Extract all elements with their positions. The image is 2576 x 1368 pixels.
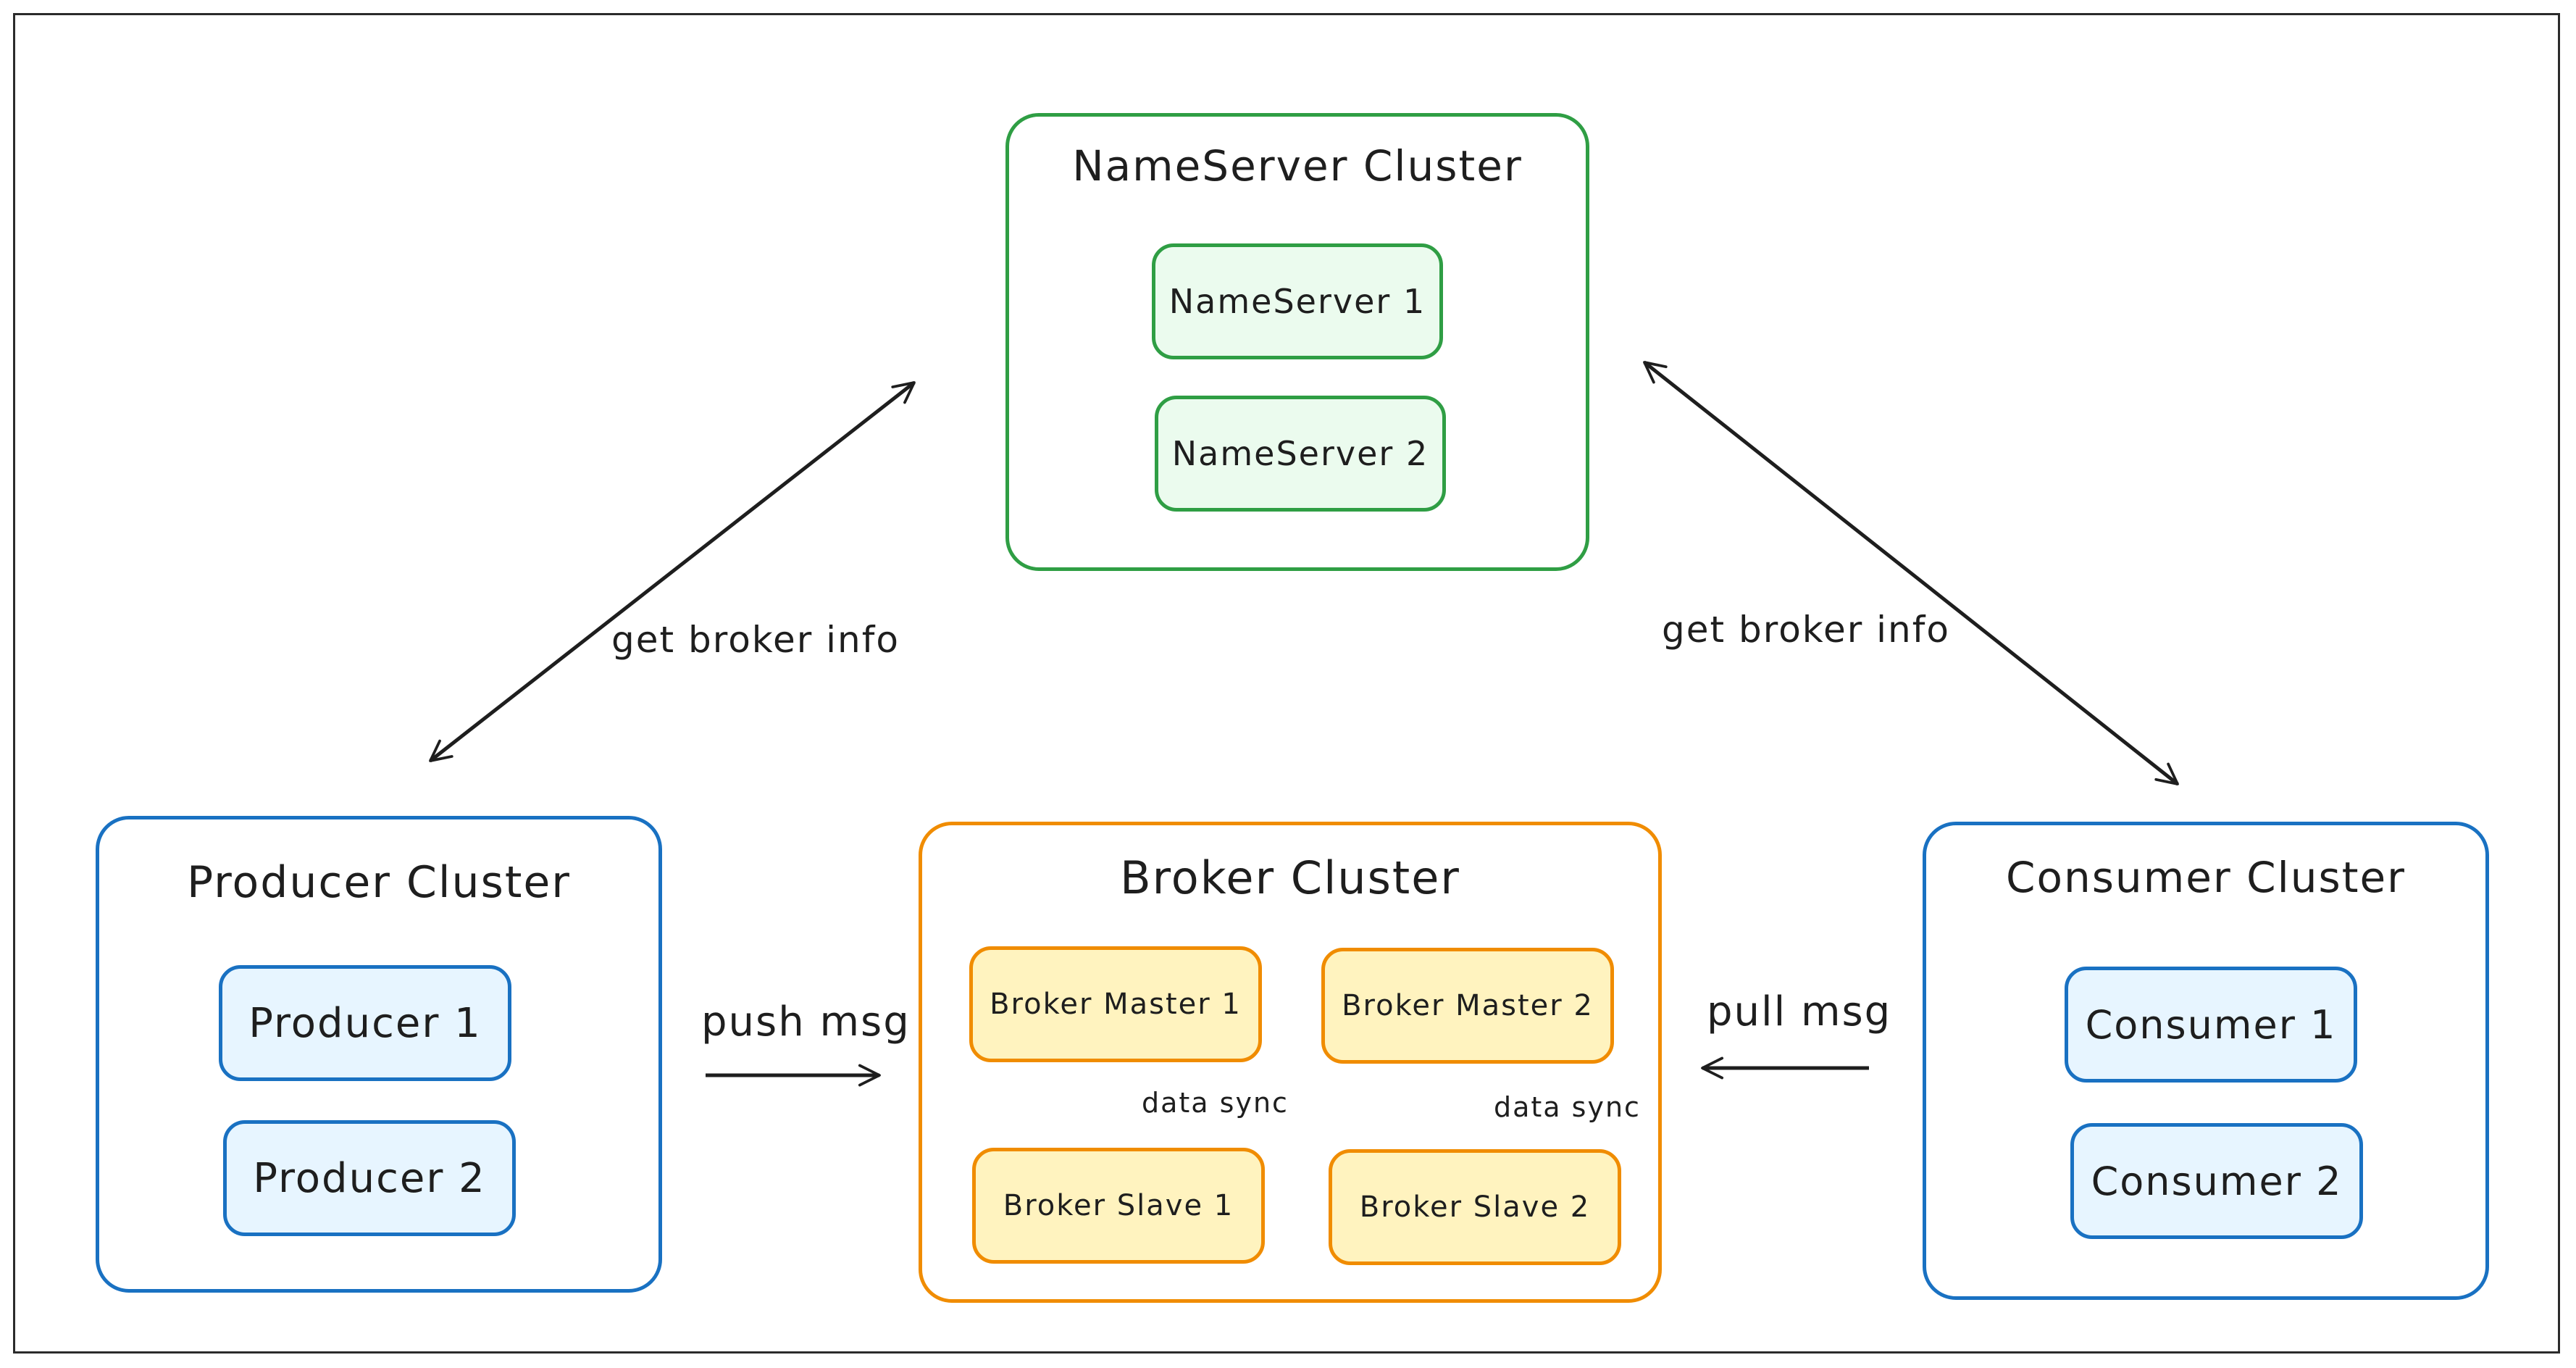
consumer-cluster-title: Consumer Cluster <box>2005 853 2406 902</box>
nameserver-cluster-title: NameServer Cluster <box>1072 141 1523 191</box>
arrow-producer-nameserver <box>429 381 916 762</box>
data-sync-label-1: data sync <box>1142 1087 1289 1119</box>
producer-cluster-title: Producer Cluster <box>187 857 571 908</box>
consumer-node-2[interactable]: Consumer 2 <box>2070 1123 2363 1239</box>
broker-master-2[interactable]: Broker Master 2 <box>1321 948 1614 1064</box>
broker-cluster-title: Broker Cluster <box>1120 851 1460 904</box>
edge-label-consumer-nameserver: get broker info <box>1662 609 1950 651</box>
broker-master-1[interactable]: Broker Master 1 <box>969 946 1262 1062</box>
data-sync-label-2: data sync <box>1494 1091 1641 1123</box>
broker-slave-2[interactable]: Broker Slave 2 <box>1329 1149 1621 1265</box>
edge-label-pull-msg: pull msg <box>1707 988 1892 1035</box>
producer-node-1[interactable]: Producer 1 <box>219 965 511 1081</box>
edge-label-push-msg: push msg <box>701 998 911 1046</box>
edge-label-producer-nameserver: get broker info <box>611 619 900 661</box>
broker-slave-1[interactable]: Broker Slave 1 <box>972 1148 1265 1264</box>
nameserver-node-2[interactable]: NameServer 2 <box>1155 396 1446 512</box>
producer-node-2[interactable]: Producer 2 <box>223 1120 516 1236</box>
consumer-node-1[interactable]: Consumer 1 <box>2065 967 2357 1083</box>
arrow-consumer-nameserver <box>1643 361 2179 785</box>
nameserver-node-1[interactable]: NameServer 1 <box>1152 243 1443 359</box>
